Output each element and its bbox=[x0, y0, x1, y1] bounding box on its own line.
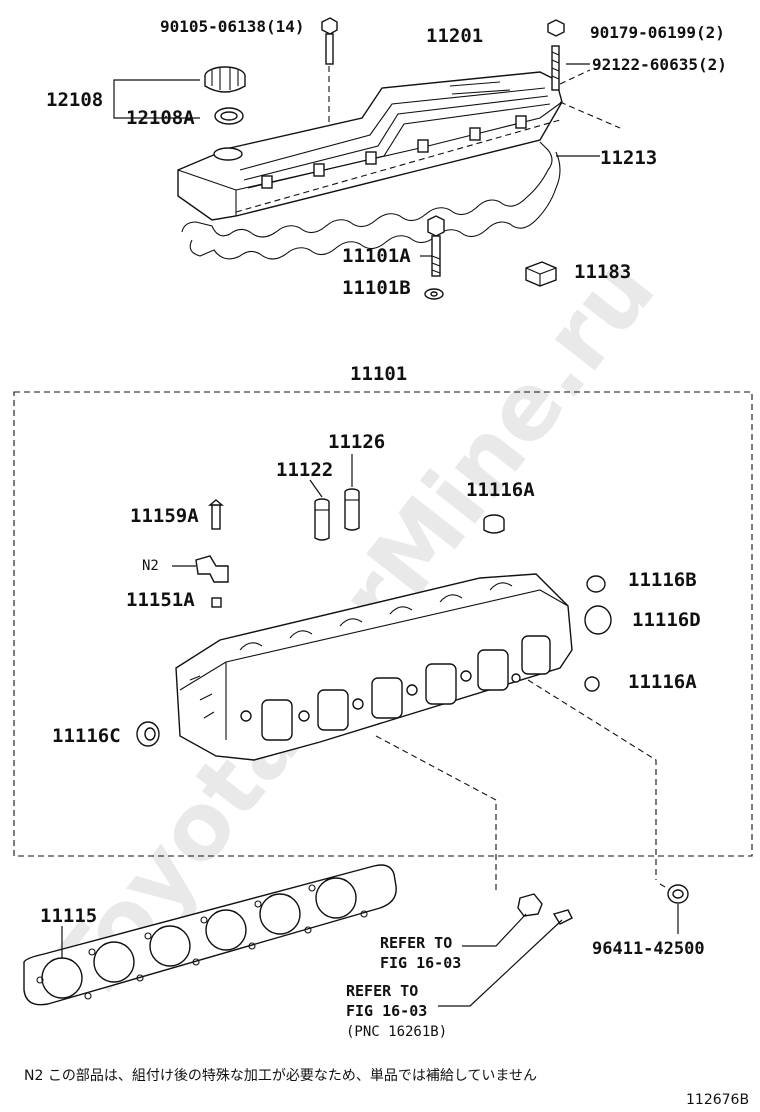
head-gasket-icon bbox=[23, 864, 397, 1006]
label-head-washer: 11101B bbox=[342, 277, 411, 299]
label-side-plug: 96411-42500 bbox=[592, 939, 705, 959]
plug-c-icon bbox=[136, 721, 160, 747]
label-cover-stud: 92122-60635(2) bbox=[592, 55, 727, 74]
label-n2: N2 bbox=[142, 558, 159, 574]
oil-filler-cap-icon bbox=[204, 66, 246, 93]
side-plug-dash bbox=[659, 883, 671, 891]
label-intake-guide: 11122 bbox=[276, 459, 333, 481]
label-plug-c: 11116C bbox=[52, 725, 121, 747]
n2-fitting-icon bbox=[172, 555, 229, 583]
side-plug-icon bbox=[667, 884, 689, 904]
valve-cover-icon bbox=[177, 69, 621, 221]
label-cap-gasket: 12108A bbox=[126, 107, 195, 129]
head-dash-1 bbox=[375, 735, 497, 890]
cylinder-head-icon bbox=[175, 573, 573, 761]
cover-nut-icon bbox=[547, 19, 565, 37]
label-valve-cover: 11201 bbox=[426, 25, 483, 47]
exhaust-valve-guide-icon bbox=[344, 488, 360, 531]
cover-stud-icon bbox=[551, 45, 560, 91]
head-dash-2 bbox=[527, 679, 657, 880]
figure-id: 112676B bbox=[686, 1092, 749, 1108]
guide-leader-1 bbox=[309, 479, 323, 498]
label-plug-b: 11116B bbox=[628, 569, 697, 591]
refer-leader-2 bbox=[438, 919, 563, 1007]
label-refer-2a: REFER TO bbox=[346, 982, 418, 1000]
label-head-gasket: 11115 bbox=[40, 905, 97, 927]
label-refer-2c: (PNC 16261B) bbox=[346, 1024, 447, 1040]
label-head-bolt: 11101A bbox=[342, 245, 411, 267]
cap-bracket bbox=[113, 79, 200, 119]
cover-bolt-icon bbox=[321, 17, 338, 125]
label-oil-filler-cap: 12108 bbox=[46, 89, 103, 111]
label-plug-d: 11116D bbox=[632, 609, 701, 631]
plug-a2-icon bbox=[584, 676, 600, 692]
plug-d-icon bbox=[584, 605, 612, 635]
grommet-icon bbox=[525, 261, 557, 287]
label-pin: 11151A bbox=[126, 589, 195, 611]
label-cover-gasket: 11213 bbox=[600, 147, 657, 169]
head-bolt-icon bbox=[427, 215, 445, 277]
label-refer-1a: REFER TO bbox=[380, 934, 452, 952]
cover-gasket-icon bbox=[181, 141, 561, 260]
union-bolt-icon bbox=[552, 909, 573, 925]
label-cover-bolt: 90105-06138(14) bbox=[160, 17, 305, 36]
label-plug-a2: 11116A bbox=[628, 671, 697, 693]
head-assembly-boundary bbox=[13, 391, 753, 857]
label-exhaust-guide: 11126 bbox=[328, 431, 385, 453]
cap-gasket-icon bbox=[214, 107, 244, 125]
label-plug-top: 11116A bbox=[466, 479, 535, 501]
label-small-stud: 11159A bbox=[130, 505, 199, 527]
footnote: N2 この部品は、組付け後の特殊な加工が必要なため、単品では補給していません bbox=[24, 1068, 537, 1084]
head-washer-icon bbox=[424, 288, 444, 300]
label-refer-1b: FIG 16-03 bbox=[380, 954, 461, 972]
pin-icon bbox=[211, 597, 222, 608]
label-grommet: 11183 bbox=[574, 261, 631, 283]
plug-top-icon bbox=[483, 514, 505, 534]
union-fitting-icon bbox=[517, 893, 543, 917]
label-head-assembly: 11101 bbox=[350, 363, 407, 385]
refer-leader-1 bbox=[462, 913, 527, 947]
label-cover-nut: 90179-06199(2) bbox=[590, 23, 725, 42]
label-refer-2b: FIG 16-03 bbox=[346, 1002, 427, 1020]
small-stud-icon bbox=[208, 499, 224, 530]
intake-valve-guide-icon bbox=[314, 498, 330, 541]
plug-b-icon bbox=[586, 575, 606, 593]
